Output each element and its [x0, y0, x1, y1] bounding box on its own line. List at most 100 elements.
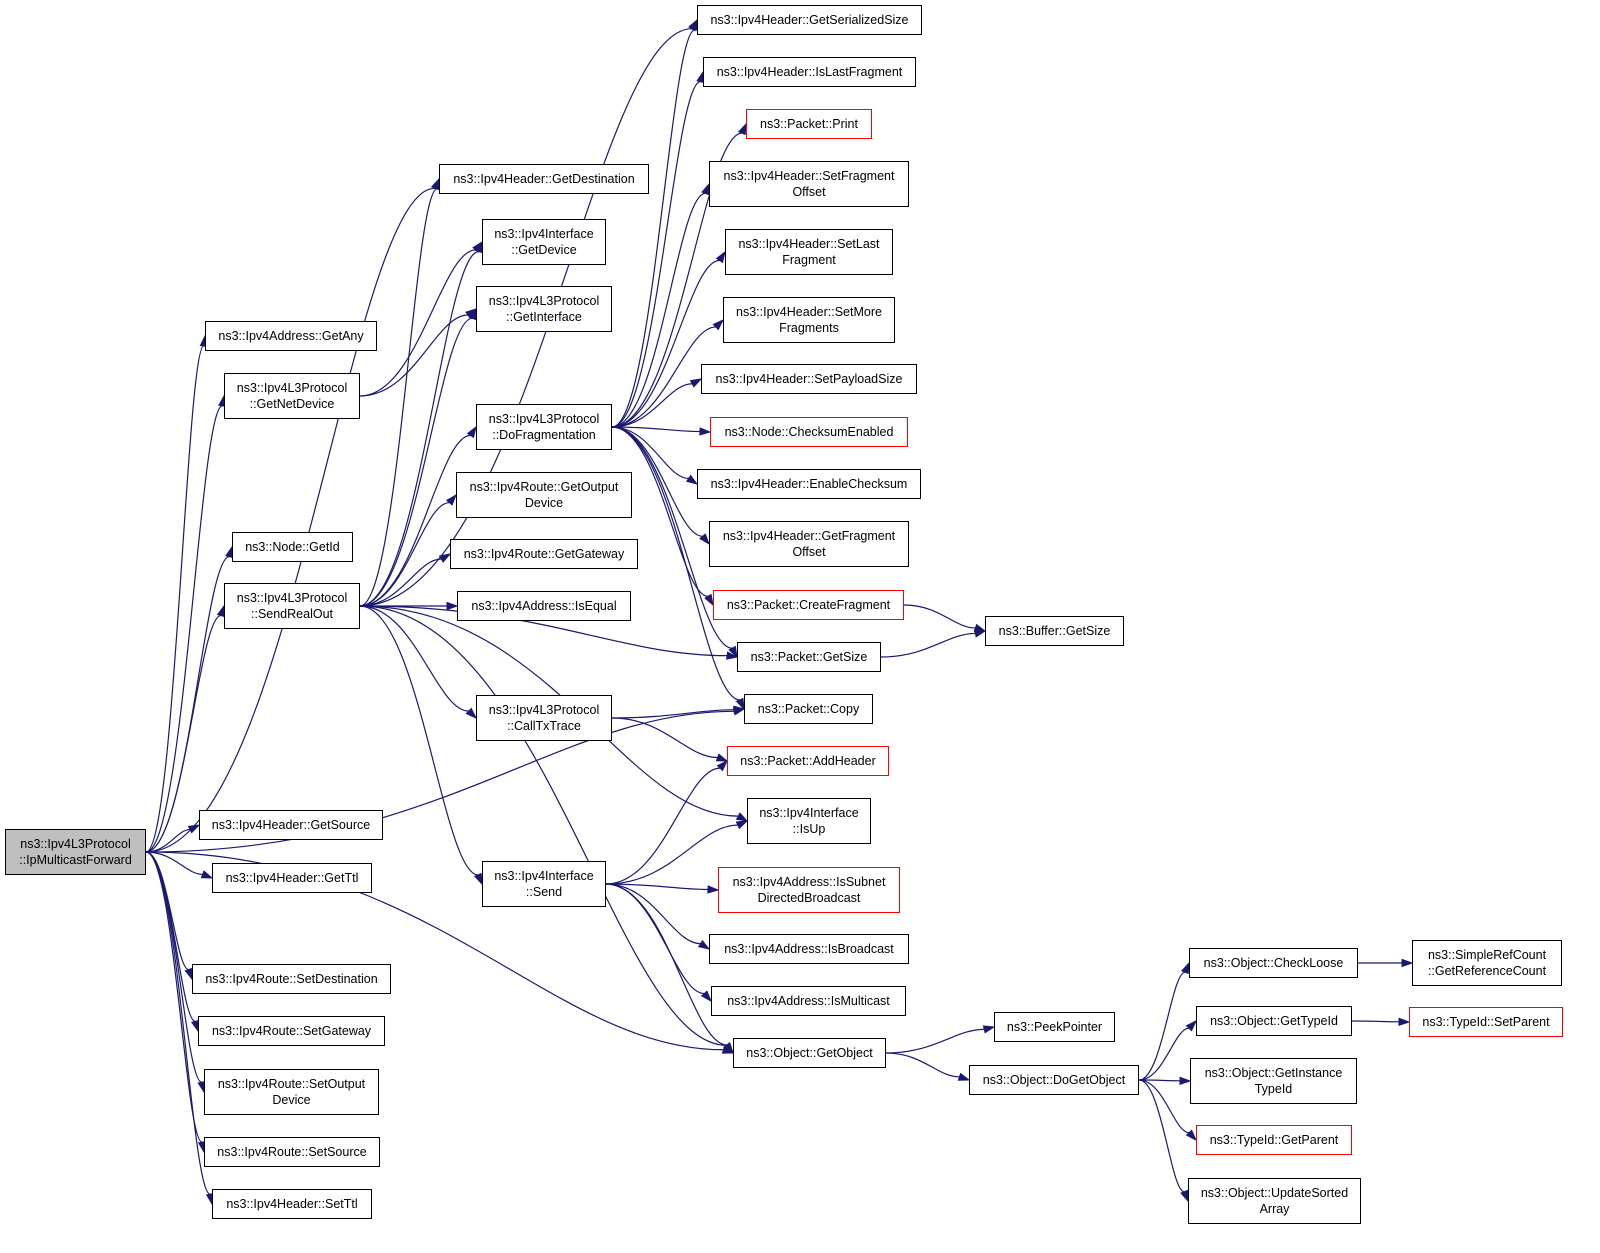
arrowhead-ipMulticastForward-to-getSource — [187, 824, 201, 834]
edge-callTxTrace-to-packetCopy — [611, 709, 735, 719]
node-ipv4header-setmorefragments[interactable]: ns3::Ipv4Header::SetMore Fragments — [723, 297, 895, 343]
node-ipv4header-enablechecksum[interactable]: ns3::Ipv4Header::EnableChecksum — [697, 469, 921, 499]
node-ipv4route-setsource[interactable]: ns3::Ipv4Route::SetSource — [204, 1137, 380, 1167]
node-object-gettypeid[interactable]: ns3::Object::GetTypeId — [1196, 1006, 1352, 1036]
node-ipv4header-setpayloadsize[interactable]: ns3::Ipv4Header::SetPayloadSize — [701, 364, 917, 394]
node-object-updatesortedarray[interactable]: ns3::Object::UpdateSorted Array — [1188, 1178, 1361, 1224]
edge-doFragmentation-to-packetPrint — [611, 132, 743, 428]
edge-ifaceSend-to-isSubnetDirectedBroadcast — [605, 883, 709, 891]
edge-doFragmentation-to-setLastFragment — [611, 259, 720, 428]
node-object-dogetobject[interactable]: ns3::Object::DoGetObject — [969, 1065, 1139, 1095]
arrowhead-doFragmentation-to-setFragmentOffset — [701, 182, 710, 196]
arrowhead-getObject-to-peekPointer — [982, 1025, 996, 1034]
node-typeid-getparent[interactable]: ns3::TypeId::GetParent — [1196, 1125, 1352, 1155]
arrowhead-getObject-to-doGetObject — [957, 1072, 971, 1081]
arrowhead-sendRealOut-to-doFragmentation — [466, 425, 477, 439]
edge-sendRealOut-to-callTxTrace — [359, 605, 469, 712]
node-packet-copy[interactable]: ns3::Packet::Copy — [744, 694, 873, 724]
node-ipv4address-getany[interactable]: ns3::Ipv4Address::GetAny — [205, 321, 377, 351]
node-ipv4header-getdestination[interactable]: ns3::Ipv4Header::GetDestination — [439, 164, 649, 194]
edge-sendRealOut-to-getDestination — [359, 188, 438, 607]
arrowhead-doFragmentation-to-setPayloadSize — [689, 378, 703, 388]
node-simplerefcount-getreferencecount[interactable]: ns3::SimpleRefCount ::GetReferenceCount — [1412, 940, 1562, 986]
edge-doFragmentation-to-checksumEnabled — [611, 426, 701, 433]
node-node-checksumenabled[interactable]: ns3::Node::ChecksumEnabled — [710, 417, 908, 447]
node-typeid-setparent[interactable]: ns3::TypeId::SetParent — [1409, 1007, 1563, 1037]
node-ipv4header-setttl[interactable]: ns3::Ipv4Header::SetTtl — [212, 1189, 372, 1219]
edge-doFragmentation-to-enableChecksum — [611, 426, 689, 480]
edge-ipMulticastForward-to-nodeGetId — [145, 556, 230, 853]
node-ipv4address-ismulticast[interactable]: ns3::Ipv4Address::IsMulticast — [711, 986, 906, 1016]
edge-getTypeId-to-setParent — [1351, 1020, 1400, 1023]
edge-doFragmentation-to-packetCopy — [611, 426, 740, 701]
node-ipv4header-getserializedsize[interactable]: ns3::Ipv4Header::GetSerializedSize — [697, 5, 922, 35]
arrowhead-doFragmentation-to-packetGetSize — [728, 645, 738, 659]
edge-ifaceSend-to-isBroadcast — [605, 883, 701, 945]
node-buffer-getsize[interactable]: ns3::Buffer::GetSize — [985, 616, 1124, 646]
node-ipv4interface-isup[interactable]: ns3::Ipv4Interface ::IsUp — [747, 798, 871, 844]
edge-doGetObject-to-typeIdGetParent — [1138, 1079, 1190, 1134]
node-ipv4route-getoutputdevice[interactable]: ns3::Ipv4Route::GetOutput Device — [456, 472, 632, 518]
node-ipv4address-isbroadcast[interactable]: ns3::Ipv4Address::IsBroadcast — [709, 934, 909, 964]
arrowhead-ifaceSend-to-addHeader — [716, 759, 729, 772]
arrowhead-doGetObject-to-getInstanceTypeId — [1179, 1076, 1192, 1085]
node-ipv4route-setoutputdevice[interactable]: ns3::Ipv4Route::SetOutput Device — [204, 1069, 379, 1115]
edge-doFragmentation-to-getSerializedSize — [611, 29, 696, 428]
edge-ipMulticastForward-to-getSource — [145, 828, 191, 853]
edge-ipMulticastForward-to-getTtl — [145, 851, 203, 875]
node-ipv4l3protocol-calltxtrace[interactable]: ns3::Ipv4L3Protocol ::CallTxTrace — [476, 695, 612, 741]
arrowhead-doGetObject-to-typeIdGetParent — [1185, 1129, 1198, 1142]
edge-ipMulticastForward-to-getAny — [145, 345, 205, 853]
edge-ifaceSend-to-getObject — [605, 883, 728, 1046]
edge-getNetDevice-to-ifaceGetDevice — [359, 249, 476, 397]
node-ipv4l3protocol-dofragmentation[interactable]: ns3::Ipv4L3Protocol ::DoFragmentation — [476, 404, 612, 450]
node-object-checkloose[interactable]: ns3::Object::CheckLoose — [1189, 948, 1358, 978]
node-ipv4l3protocol-getinterface[interactable]: ns3::Ipv4L3Protocol ::GetInterface — [476, 286, 612, 332]
edge-doGetObject-to-updateSortedArray — [1138, 1079, 1185, 1193]
arrowhead-packetGetSize-to-bufferGetSize — [973, 629, 987, 638]
node-ipv4route-setgateway[interactable]: ns3::Ipv4Route::SetGateway — [198, 1016, 385, 1046]
node-packet-addheader[interactable]: ns3::Packet::AddHeader — [727, 746, 889, 776]
node-ipv4address-issubnetdirectedbroadcast[interactable]: ns3::Ipv4Address::IsSubnet DirectedBroad… — [718, 867, 900, 913]
node-ipv4address-isequal[interactable]: ns3::Ipv4Address::IsEqual — [457, 591, 631, 621]
node-ipv4interface-send[interactable]: ns3::Ipv4Interface ::Send — [482, 861, 606, 907]
arrowhead-doFragmentation-to-enableChecksum — [685, 474, 699, 485]
node-ipv4l3protocol-getnetdevice[interactable]: ns3::Ipv4L3Protocol ::GetNetDevice — [224, 373, 360, 419]
node-packet-getsize[interactable]: ns3::Packet::GetSize — [737, 642, 881, 672]
arrowhead-callTxTrace-to-packetCopy — [733, 705, 746, 714]
node-node-getid[interactable]: ns3::Node::GetId — [232, 532, 353, 562]
node-ipv4route-setdestination[interactable]: ns3::Ipv4Route::SetDestination — [192, 964, 391, 994]
edge-ipMulticastForward-to-sendRealOut — [145, 614, 222, 853]
node-ipv4interface-getdevice[interactable]: ns3::Ipv4Interface ::GetDevice — [482, 219, 606, 265]
arrowhead-doFragmentation-to-getFragmentOffset — [699, 533, 710, 546]
arrowhead-doFragmentation-to-checksumEnabled — [699, 427, 712, 436]
arrowhead-doFragmentation-to-setMoreFragments — [712, 318, 725, 331]
node-ipv4header-islastfragment[interactable]: ns3::Ipv4Header::IsLastFragment — [703, 57, 916, 87]
arrowhead-ipMulticastForward-to-getTtl — [200, 870, 214, 879]
node-ipv4header-getfragmentoffset[interactable]: ns3::Ipv4Header::GetFragment Offset — [709, 521, 909, 567]
edge-doFragmentation-to-setMoreFragments — [611, 326, 716, 428]
node-packet-createfragment[interactable]: ns3::Packet::CreateFragment — [713, 590, 904, 620]
arrowhead-doFragmentation-to-setLastFragment — [715, 250, 726, 264]
edge-doGetObject-to-getInstanceTypeId — [1138, 1079, 1181, 1082]
node-ipv4header-getsource[interactable]: ns3::Ipv4Header::GetSource — [199, 810, 383, 840]
arrowhead-sendRealOut-to-getOutputDevice — [445, 493, 457, 506]
arrowhead-doGetObject-to-checkLoose — [1181, 961, 1190, 975]
edge-sendRealOut-to-ifaceSend — [359, 605, 479, 876]
edge-doGetObject-to-checkLoose — [1138, 971, 1186, 1081]
node-peekpointer[interactable]: ns3::PeekPointer — [994, 1012, 1115, 1042]
node-ipv4header-getttl[interactable]: ns3::Ipv4Header::GetTtl — [212, 863, 372, 893]
node-packet-print[interactable]: ns3::Packet::Print — [746, 109, 872, 139]
arrowhead-ifaceSend-to-isMulticast — [700, 990, 713, 1003]
node-ipv4header-setfragmentoffset[interactable]: ns3::Ipv4Header::SetFragment Offset — [709, 161, 909, 207]
edge-callTxTrace-to-addHeader — [611, 717, 718, 759]
node-object-getobject[interactable]: ns3::Object::GetObject — [733, 1038, 886, 1068]
edge-sendRealOut-to-getGateway — [359, 558, 442, 607]
node-object-getinstancetypeid[interactable]: ns3::Object::GetInstance TypeId — [1190, 1058, 1357, 1104]
node-ipv4header-setlastfragment[interactable]: ns3::Ipv4Header::SetLast Fragment — [725, 229, 893, 275]
node-ipv4route-getgateway[interactable]: ns3::Ipv4Route::GetGateway — [450, 539, 638, 569]
arrowhead-sendRealOut-to-getInterface — [468, 307, 477, 321]
node-ipv4l3protocol-sendrealout[interactable]: ns3::Ipv4L3Protocol ::SendRealOut — [224, 583, 360, 629]
arrowhead-ifaceSend-to-isSubnetDirectedBroadcast — [707, 885, 720, 894]
